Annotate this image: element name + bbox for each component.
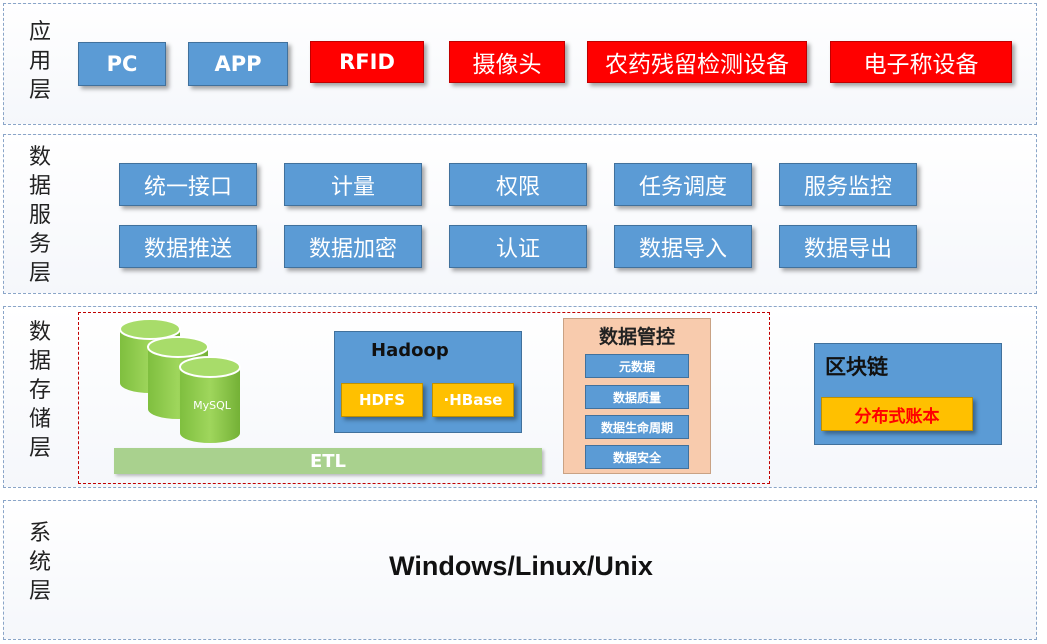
governance-metadata-label: 元数据: [618, 359, 655, 374]
system-layer-label: 系 统 层: [28, 521, 51, 604]
governance-lifecycle-label: 数据生命周期: [600, 420, 673, 435]
pc-box: PC: [78, 42, 166, 86]
service-authentication: 认证: [449, 225, 587, 268]
blockchain-title: 区块链: [825, 355, 888, 379]
data-governance-panel: 数据管控 元数据 数据质量 数据生命周期 数据安全: [563, 318, 711, 474]
governance-lifecycle: 数据生命周期: [585, 415, 689, 439]
service-metering: 计量: [284, 163, 422, 206]
service-data-export: 数据导出: [779, 225, 917, 268]
rfid-label: RFID: [339, 50, 395, 74]
hadoop-box: Hadoop HDFS ·HBase: [334, 331, 522, 433]
pc-label: PC: [106, 52, 138, 76]
mysql-database-icon: [119, 318, 241, 443]
hadoop-title: Hadoop: [371, 340, 449, 361]
service-authentication-label: 认证: [495, 236, 540, 262]
service-data-export-label: 数据导出: [803, 236, 892, 262]
governance-security: 数据安全: [585, 445, 689, 469]
app-box: APP: [188, 42, 288, 86]
hdfs-label: HDFS: [358, 391, 406, 409]
data-service-layer: 数 据 服 务 层 统一接口 计量 权限 任务调度 服务监控 数据推送 数据加密…: [3, 134, 1037, 294]
rfid-box: RFID: [310, 41, 424, 83]
governance-security-label: 数据安全: [612, 450, 661, 465]
service-monitoring-label: 服务监控: [803, 174, 892, 200]
governance-quality-label: 数据质量: [612, 390, 661, 405]
data-governance-title: 数据管控: [598, 326, 675, 348]
governance-quality: 数据质量: [585, 385, 689, 409]
distributed-ledger-box: 分布式账本: [821, 397, 973, 431]
electronic-scale-label: 电子称设备: [863, 52, 979, 78]
data-storage-layer-label: 数 据 存 储 层: [28, 320, 51, 461]
service-permission-label: 权限: [495, 174, 540, 200]
governance-metadata: 元数据: [585, 354, 689, 378]
app-label: APP: [214, 52, 262, 76]
camera-label: 摄像头: [472, 52, 542, 78]
service-data-import-label: 数据导入: [638, 236, 727, 262]
storage-group-border: [78, 312, 770, 484]
service-permission: 权限: [449, 163, 587, 206]
application-layer-label: 应 用 层: [28, 20, 51, 103]
system-layer: 系 统 层 Windows/Linux/Unix: [3, 500, 1037, 640]
distributed-ledger-label: 分布式账本: [854, 406, 940, 427]
pesticide-detector-label: 农药残留检测设备: [605, 52, 789, 78]
service-task-scheduling-label: 任务调度: [638, 174, 727, 200]
service-monitoring: 服务监控: [779, 163, 917, 206]
service-unified-interface: 统一接口: [119, 163, 257, 206]
operating-systems-label: Windows/Linux/Unix: [389, 551, 653, 581]
service-task-scheduling: 任务调度: [614, 163, 752, 206]
data-service-layer-label: 数 据 服 务 层: [28, 145, 51, 286]
service-metering-label: 计量: [330, 174, 375, 200]
cylinder-front: [179, 356, 241, 443]
service-data-encryption-label: 数据加密: [308, 236, 397, 262]
pesticide-detector-box: 农药残留检测设备: [587, 41, 807, 83]
service-data-push: 数据推送: [119, 225, 257, 268]
etl-bar: ETL: [114, 448, 542, 474]
etl-label: ETL: [309, 450, 347, 472]
hbase-box: ·HBase: [432, 383, 514, 417]
service-data-encryption: 数据加密: [284, 225, 422, 268]
blockchain-box: 区块链 分布式账本: [814, 343, 1002, 445]
mysql-label: MySQL: [193, 399, 231, 412]
hbase-label: ·HBase: [443, 391, 503, 409]
data-storage-layer: 数 据 存 储 层 MySQL Hadoop HDFS: [3, 306, 1037, 488]
electronic-scale-box: 电子称设备: [830, 41, 1012, 83]
application-layer: 应 用 层 PC APP RFID 摄像头 农药残留检测设备 电子称设备: [3, 3, 1037, 125]
service-unified-interface-label: 统一接口: [143, 174, 232, 200]
service-data-import: 数据导入: [614, 225, 752, 268]
service-data-push-label: 数据推送: [143, 236, 232, 262]
camera-box: 摄像头: [449, 41, 565, 83]
hdfs-box: HDFS: [341, 383, 423, 417]
